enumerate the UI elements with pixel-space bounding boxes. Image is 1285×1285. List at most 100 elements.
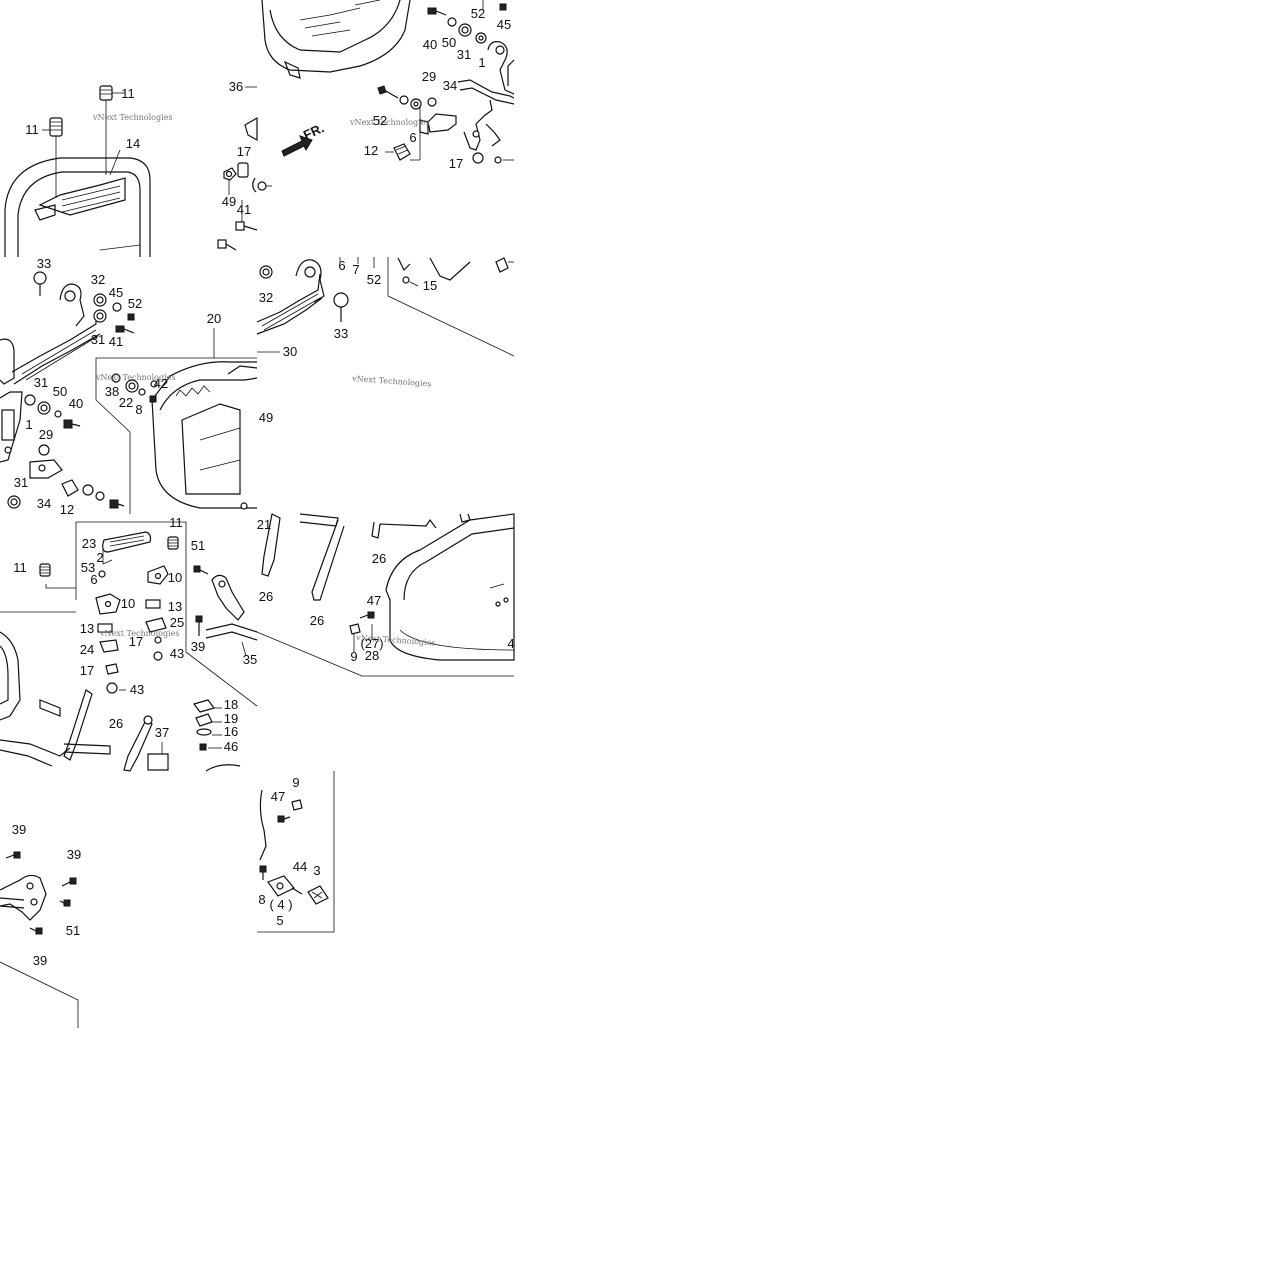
watermark-3: vNext Technologies bbox=[95, 373, 175, 382]
part-number-label: 38 bbox=[105, 384, 119, 399]
part-number-label: 26 bbox=[310, 613, 324, 628]
part-number-label: 16 bbox=[224, 724, 238, 739]
part-number-label: 13 bbox=[80, 621, 94, 636]
part-number-label: ( 4 ) bbox=[269, 897, 292, 912]
part-number-label: 32 bbox=[91, 272, 105, 287]
part-number-label: 17 bbox=[80, 663, 94, 678]
tile-8-artwork bbox=[257, 771, 335, 933]
watermark-1: vNext Technologies bbox=[92, 113, 172, 122]
part-number-label: 29 bbox=[39, 427, 53, 442]
part-number-label: 12 bbox=[364, 143, 378, 158]
watermark-2: vNext Technologies bbox=[349, 118, 429, 127]
part-number-label: 21 bbox=[257, 517, 271, 532]
part-number-label: 1 bbox=[478, 55, 485, 70]
part-number-label: 47 bbox=[271, 789, 285, 804]
part-number-label: 20 bbox=[207, 311, 221, 326]
part-number-label: 39 bbox=[191, 639, 205, 654]
part-number-label: 11 bbox=[25, 122, 39, 137]
part-number-label: 40 bbox=[423, 37, 437, 52]
part-number-label: 35 bbox=[243, 652, 257, 667]
part-number-label: 43 bbox=[130, 682, 144, 697]
part-number-label: (27) bbox=[360, 636, 383, 651]
part-number-label: 22 bbox=[119, 395, 133, 410]
part-number-label: 18 bbox=[224, 697, 238, 712]
part-number-label: 23 bbox=[82, 536, 96, 551]
part-number-label: 41 bbox=[237, 202, 251, 217]
direction-label: FR. bbox=[301, 120, 326, 142]
part-number-label: 6 bbox=[338, 258, 345, 273]
part-number-label: 12 bbox=[60, 502, 74, 517]
part-number-label: 45 bbox=[497, 17, 511, 32]
part-number-label: 40 bbox=[69, 396, 83, 411]
part-number-label: 42 bbox=[154, 376, 168, 391]
part-number-label: 8 bbox=[135, 402, 142, 417]
part-number-label: 52 bbox=[471, 6, 485, 21]
part-number-label: 1 bbox=[25, 417, 32, 432]
part-number-label: 17 bbox=[129, 634, 143, 649]
part-number-label: 31 bbox=[457, 47, 471, 62]
part-number-label: 39 bbox=[12, 822, 26, 837]
part-number-label: 31 bbox=[34, 375, 48, 390]
part-number-label: 52 bbox=[367, 272, 381, 287]
part-number-label: 49 bbox=[222, 194, 236, 209]
watermark-layer: vNext Technologies vNext Technologies vN… bbox=[92, 113, 436, 648]
part-number-label: 26 bbox=[109, 716, 123, 731]
part-number-label: 32 bbox=[259, 290, 273, 305]
part-number-label: 52 bbox=[128, 296, 142, 311]
part-number-label: 46 bbox=[224, 739, 238, 754]
part-number-label: 11 bbox=[169, 515, 183, 530]
part-number-label: 33 bbox=[37, 256, 51, 271]
part-number-label: 39 bbox=[33, 953, 47, 968]
part-number-label: 44 bbox=[293, 859, 307, 874]
part-number-label: 45 bbox=[109, 285, 123, 300]
part-number-label: 25 bbox=[170, 615, 184, 630]
part-number-label: 9 bbox=[350, 649, 357, 664]
part-number-label: 33 bbox=[334, 326, 348, 341]
part-number-label: 8 bbox=[258, 892, 265, 907]
part-number-label: 51 bbox=[191, 538, 205, 553]
part-number-label: 31 bbox=[91, 332, 105, 347]
part-number-label: 3 bbox=[313, 863, 320, 878]
tile-2-artwork: FR. bbox=[257, 0, 515, 191]
part-number-label: 30 bbox=[283, 344, 297, 359]
part-number-label: 2 bbox=[96, 550, 103, 565]
part-number-label: 50 bbox=[53, 384, 67, 399]
part-number-label: 9 bbox=[292, 775, 299, 790]
part-number-label: 7 bbox=[352, 262, 359, 277]
part-number-label: 10 bbox=[121, 596, 135, 611]
part-number-label: 26 bbox=[259, 589, 273, 604]
part-number-label: 11 bbox=[13, 560, 27, 575]
tile-1-artwork bbox=[4, 85, 258, 257]
part-number-label: 17 bbox=[449, 156, 463, 171]
part-number-label: 34 bbox=[37, 496, 51, 511]
part-number-label: 41 bbox=[109, 334, 123, 349]
part-number-label: 50 bbox=[442, 35, 456, 50]
part-number-label: 24 bbox=[80, 642, 94, 657]
part-number-label: 6 bbox=[90, 572, 97, 587]
part-number-label: 47 bbox=[367, 593, 381, 608]
part-number-label: 52 bbox=[373, 113, 387, 128]
tile-7-artwork bbox=[0, 851, 79, 1028]
part-number-label: 10 bbox=[168, 570, 182, 585]
part-number-label: 49 bbox=[259, 410, 273, 425]
part-number-label: 37 bbox=[155, 725, 169, 740]
part-number-label: 15 bbox=[423, 278, 437, 293]
part-number-label: 4 bbox=[507, 636, 514, 651]
part-number-label: 51 bbox=[66, 923, 80, 938]
watermark-4: vNext Technologies bbox=[351, 374, 432, 389]
part-number-label: 28 bbox=[365, 648, 379, 663]
part-number-label: 31 bbox=[14, 475, 28, 490]
part-number-label: 26 bbox=[372, 551, 386, 566]
part-number-label: 29 bbox=[422, 69, 436, 84]
tile-3-artwork bbox=[0, 271, 258, 514]
part-number-label: 14 bbox=[126, 136, 140, 151]
watermark-5: vNext Technologies bbox=[99, 629, 179, 638]
part-number-label: 39 bbox=[67, 847, 81, 862]
part-number-label: 6 bbox=[409, 130, 416, 145]
part-number-label: 19 bbox=[224, 711, 238, 726]
part-number-label: 43 bbox=[170, 646, 184, 661]
part-number-label: 11 bbox=[121, 86, 135, 101]
part-number-label: 34 bbox=[443, 78, 457, 93]
